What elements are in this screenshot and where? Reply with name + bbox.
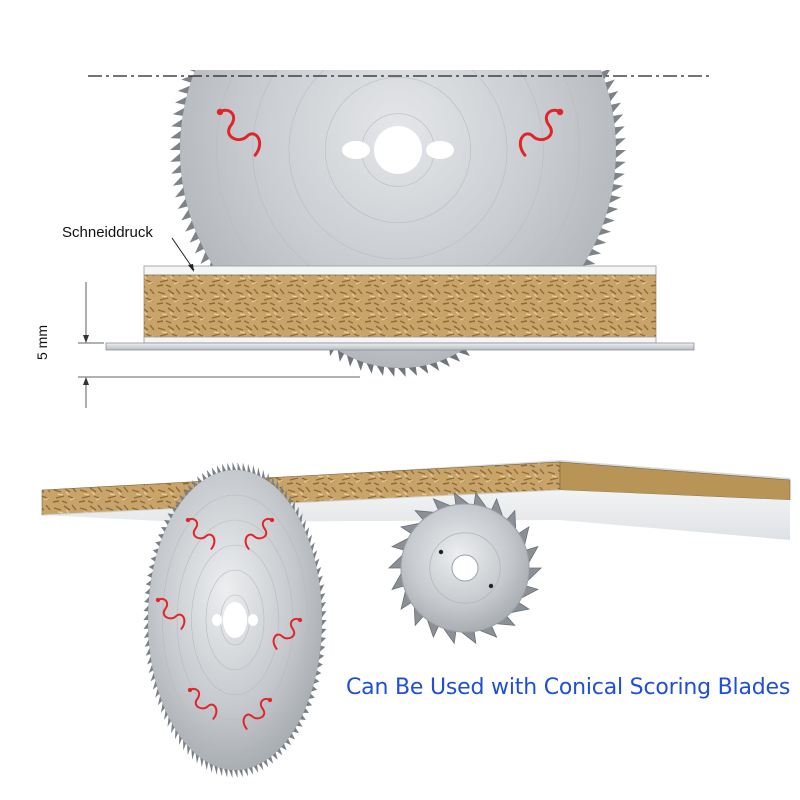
board-top-laminate — [143, 265, 657, 276]
machine-table — [105, 342, 695, 351]
expansion-slot — [189, 687, 218, 720]
conical-scoring-blade — [388, 491, 542, 645]
leader-arrowhead — [188, 264, 194, 272]
dim-arrow-upper — [83, 335, 89, 343]
expansion-slot — [272, 617, 301, 650]
arbor-hole — [374, 126, 422, 174]
bottom-illustration — [41, 460, 791, 778]
expansion-slot — [187, 517, 216, 550]
expansion-slot — [518, 108, 562, 157]
slot-hole — [556, 108, 564, 116]
expansion-slot — [242, 697, 271, 730]
pin-hole — [342, 141, 370, 159]
expansion-slot — [218, 108, 262, 157]
expansion-slot — [157, 597, 186, 630]
slot-hole — [216, 108, 224, 116]
caption: Can Be Used with Conical Scoring Blades — [346, 675, 791, 700]
arbor-hole — [451, 554, 479, 582]
expansion-slot — [244, 517, 273, 550]
cutting-pressure-label: Schneiddruck — [62, 224, 153, 241]
slot-hole — [187, 687, 193, 693]
dimension-label: 5 mm — [34, 325, 50, 360]
slot-hole — [269, 517, 275, 523]
top-diagram — [78, 70, 712, 408]
slot-hole — [185, 517, 191, 523]
board-core — [143, 274, 657, 338]
arbor-hole — [223, 602, 247, 638]
dim-arrow-lower — [83, 377, 89, 385]
board-bottom-laminate — [143, 336, 657, 344]
large-saw-blade — [143, 462, 327, 778]
pin-hole — [426, 141, 454, 159]
scoring-blade-under-table — [329, 350, 470, 377]
slot-hole — [267, 697, 273, 703]
slot-hole — [155, 597, 161, 603]
main-saw-blade — [170, 70, 626, 266]
slot-hole — [297, 617, 303, 623]
board-3d-underside — [42, 490, 790, 540]
board-3d-edge — [41, 489, 561, 516]
